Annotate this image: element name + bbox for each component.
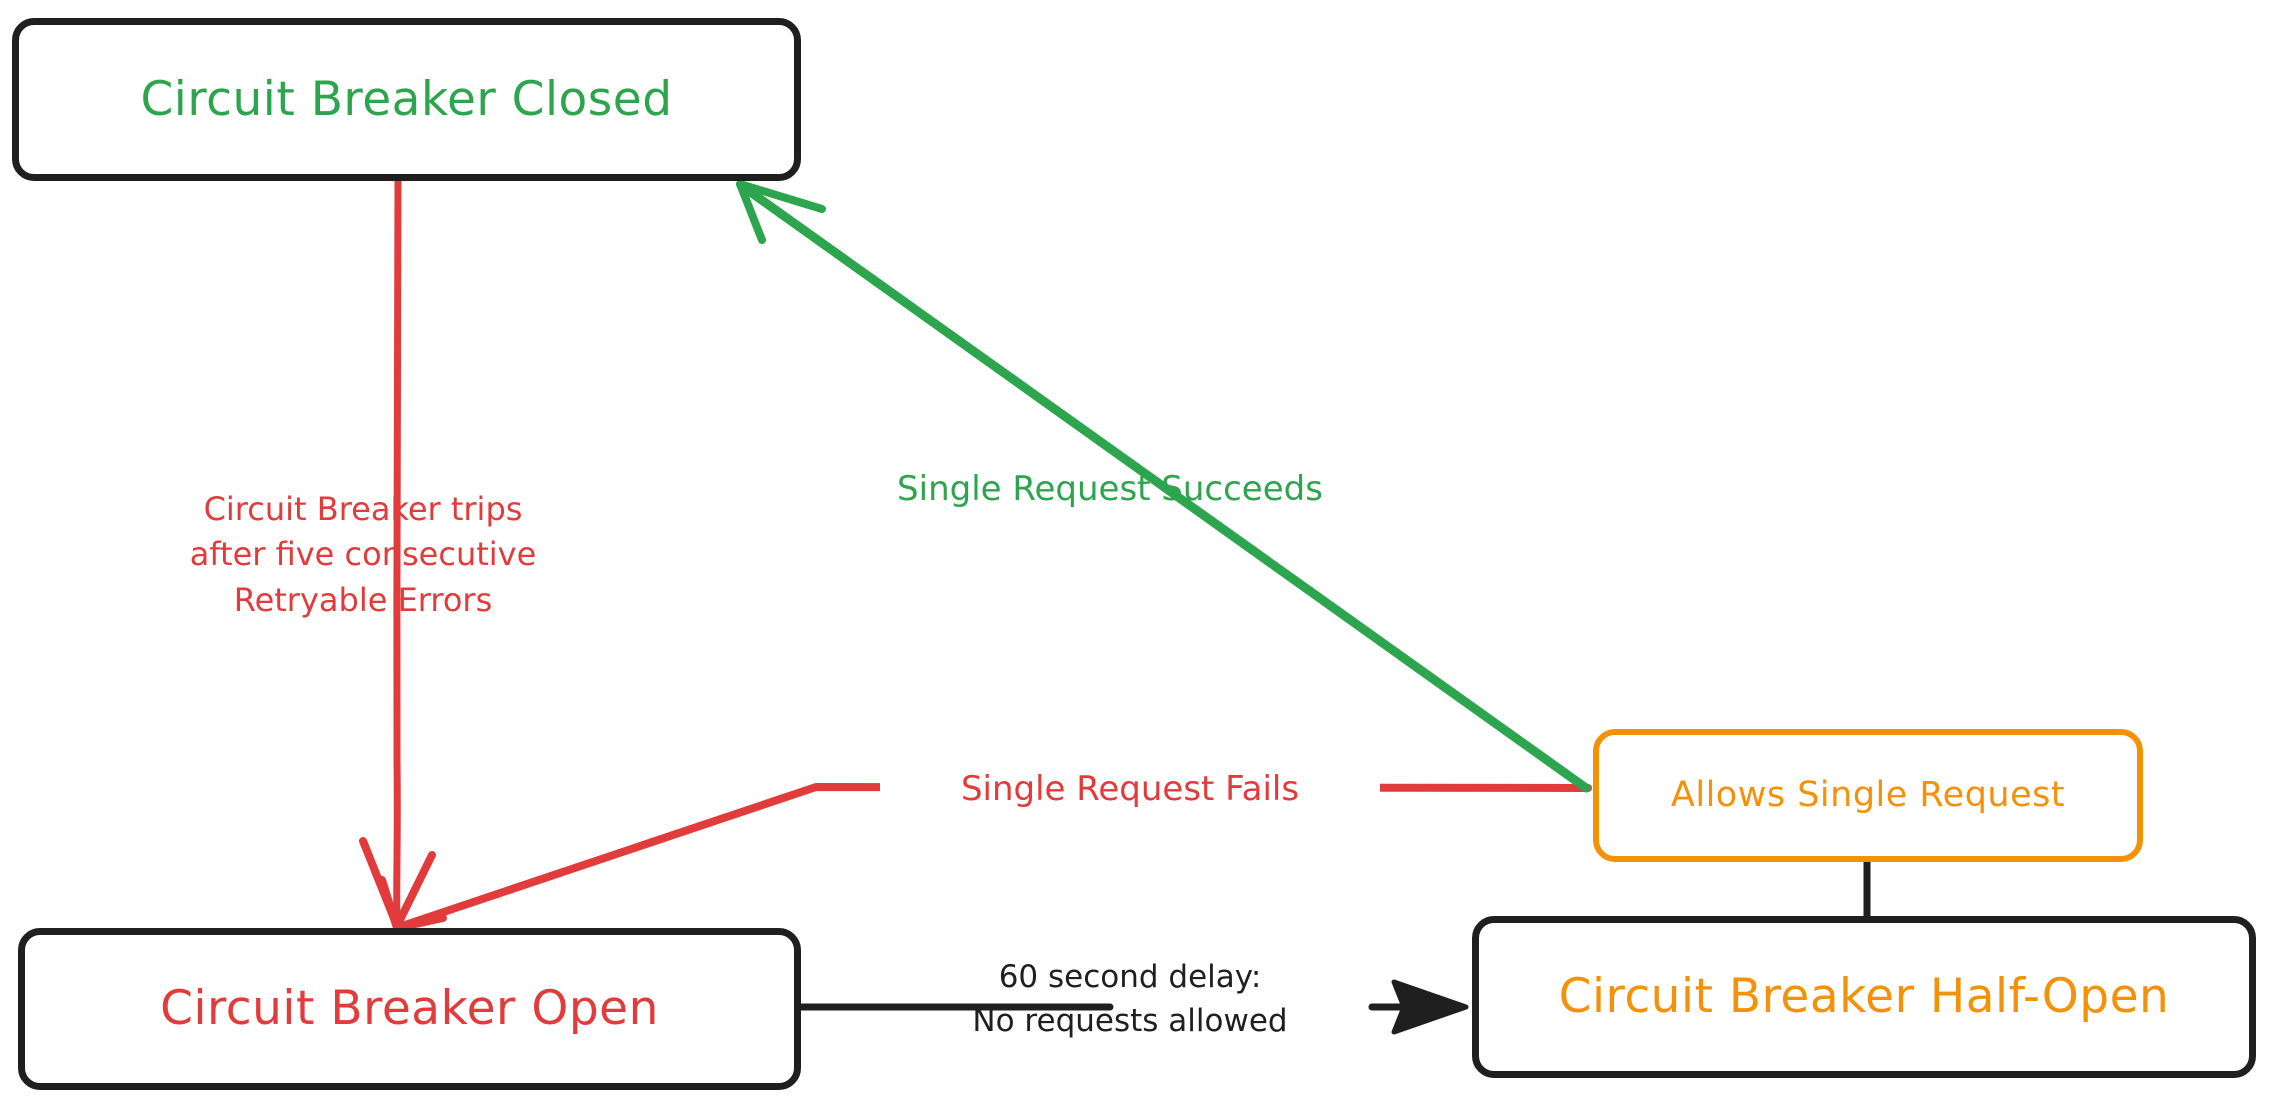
edge-label-line: Retryable Errors	[233, 580, 493, 619]
edge-label-line: Single Request Succeeds	[897, 469, 1323, 509]
edge-succeeds	[736, 180, 1591, 793]
state-node-label: Circuit Breaker Closed	[140, 71, 673, 127]
edge-label-line: after five consecutive	[189, 535, 537, 574]
state-node-label: Circuit Breaker Half-Open	[1558, 969, 2170, 1025]
state-node-allows-single-request[interactable]: Allows Single Request	[1593, 729, 2143, 862]
state-node-label: Circuit Breaker Open	[160, 981, 659, 1037]
edge-label-line: Circuit Breaker trips	[203, 490, 523, 528]
edge-label-trips: Circuit Breaker trips after five consecu…	[128, 487, 598, 623]
state-node-circuit-breaker-open[interactable]: Circuit Breaker Open	[18, 928, 801, 1090]
edge-label-line: 60 second delay:	[998, 959, 1262, 995]
edge-label-sixty-second-delay: 60 second delay: No requests allowed	[900, 955, 1360, 1043]
state-node-circuit-breaker-closed[interactable]: Circuit Breaker Closed	[12, 18, 801, 181]
state-node-label: Allows Single Request	[1670, 775, 2066, 816]
edge-label-single-request-succeeds: Single Request Succeeds	[830, 465, 1390, 513]
edge-delay	[797, 979, 1469, 1035]
edge-label-line: No requests allowed	[972, 1003, 1288, 1040]
state-node-circuit-breaker-half-open[interactable]: Circuit Breaker Half-Open	[1472, 916, 2256, 1078]
edge-label-line: Single Request Fails	[960, 769, 1300, 809]
edge-label-single-request-fails: Single Request Fails	[880, 765, 1380, 814]
